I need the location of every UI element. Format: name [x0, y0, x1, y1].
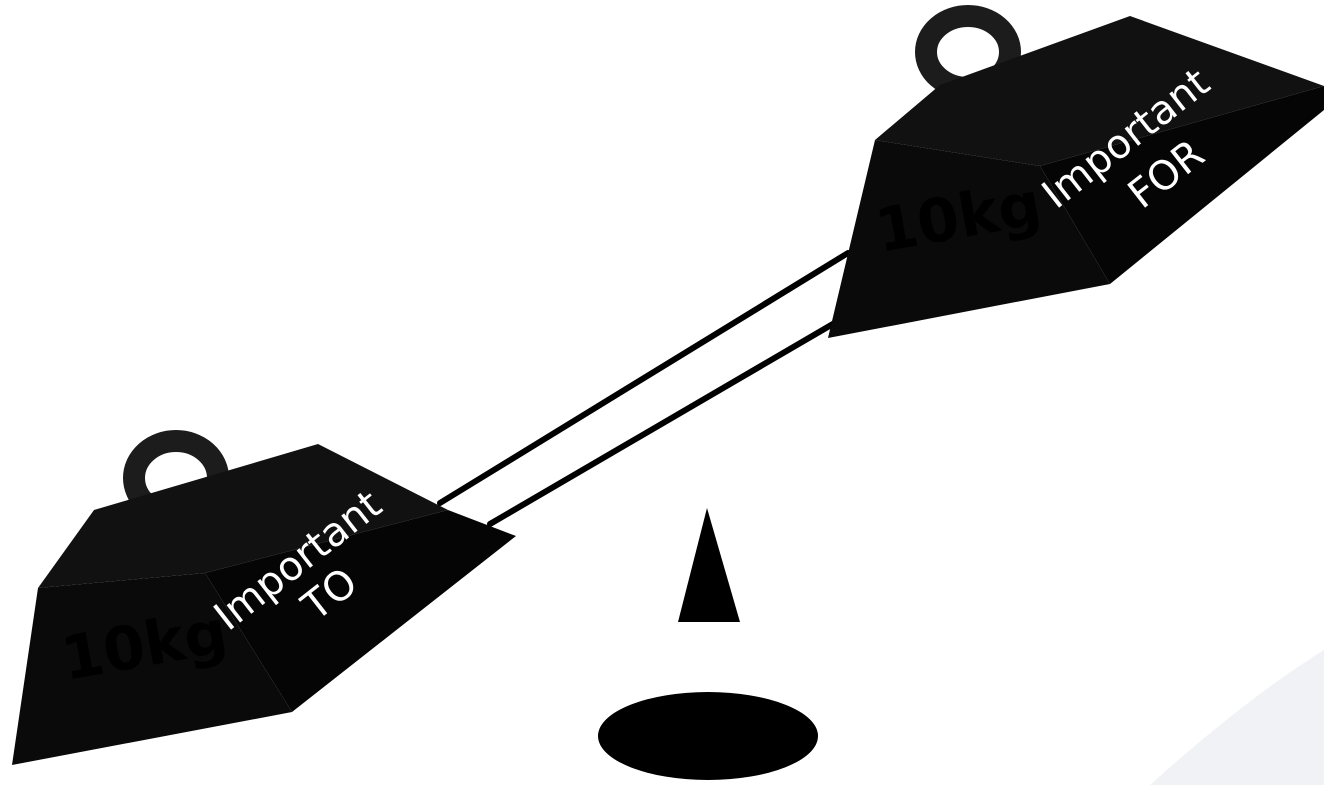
fulcrum-triangle [678, 508, 740, 622]
corner-shade [1150, 650, 1324, 785]
left-weight: 10kg Important TO [12, 441, 516, 765]
beam-rod-lower [490, 321, 838, 524]
beam-rod-upper [440, 253, 848, 503]
fulcrum [598, 508, 818, 780]
seesaw-beam [440, 253, 848, 524]
fulcrum-base [598, 692, 818, 780]
right-weight: 10kg Important FOR [828, 16, 1324, 338]
